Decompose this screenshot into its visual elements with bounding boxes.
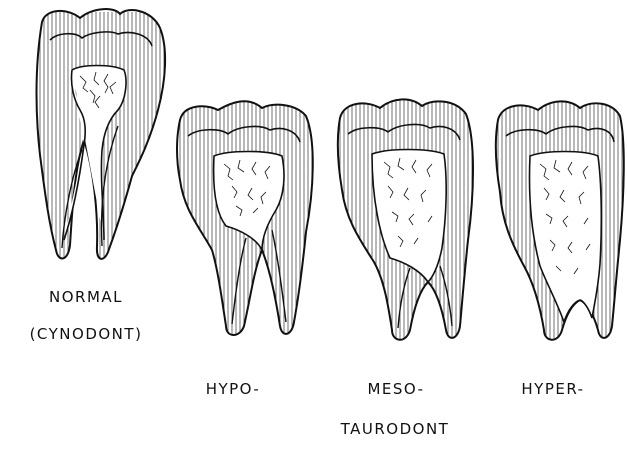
label-normal: NORMAL [49,290,123,305]
label-hyper: HYPER- [521,382,584,397]
tooth-meso-canal-right [440,266,452,326]
label-meso: MESO- [367,382,424,397]
tooth-normal-pulp [64,66,126,241]
tooth-hypo [176,96,313,340]
tooth-meso [336,94,473,346]
label-hypo: HYPO- [206,382,261,397]
tooth-normal-enamel-line [50,32,152,46]
label-taurodont: TAURODONT [341,422,450,437]
tooth-meso-pulp [372,150,446,283]
label-cynodont: (CYNODONT) [30,327,143,342]
tooth-normal [37,9,166,260]
tooth-hyper [494,96,624,346]
tooth-hyper-pulp [529,152,601,323]
